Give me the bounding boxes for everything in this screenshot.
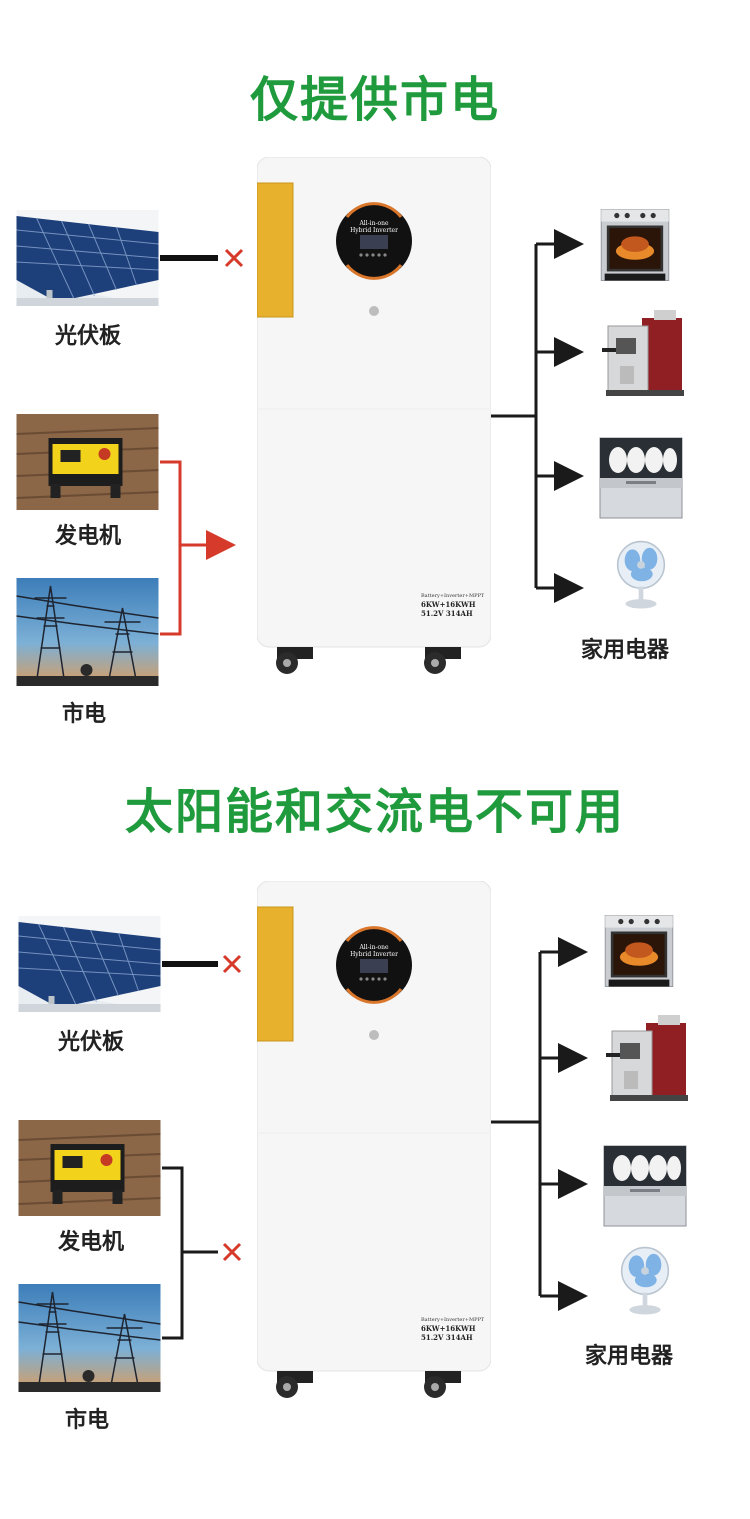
blocked-x-icon [222,954,242,974]
oven-image [599,207,671,283]
fan-image [620,1246,670,1316]
dishwasher-image [603,1145,687,1227]
grid-label: 市电 [64,1408,109,1433]
coffee-machine-image [601,309,685,397]
wiring-diagram [162,937,588,1340]
solar-label: 光伏板 [54,324,121,349]
all-in-one-unit: All-in-one Hybrid Inverter Battery+Inver… [257,881,491,1400]
svg-text:6KW+16KWH: 6KW+16KWH [421,600,476,609]
source-bus-wire [160,460,182,636]
generator-label: 发电机 [54,524,121,549]
generator-label: 发电机 [57,1230,124,1255]
blocked-x-icon [224,248,244,268]
wiring-diagram [160,229,584,636]
scenario-title: 仅提供市电 [249,72,500,128]
generator-image [18,1120,161,1216]
generator-image [16,414,159,510]
dishwasher-image [599,437,683,519]
grid-tower-image [16,578,159,686]
solar-panel-image [16,210,159,306]
svg-text:Battery+Inverter+MPPT: Battery+Inverter+MPPT [421,593,485,599]
scenario-grid-only: 仅提供市电 光伏板 发电机 市电 All-in-one Hybrid Inver… [0,0,750,740]
svg-text:Hybrid Inverter: Hybrid Inverter [350,227,398,234]
svg-text:Battery+Inverter+MPPT: Battery+Inverter+MPPT [421,1317,485,1323]
grid-label: 市电 [61,702,106,727]
solar-label: 光伏板 [57,1030,124,1055]
coffee-machine-image [605,1014,689,1102]
svg-text:Hybrid Inverter: Hybrid Inverter [350,951,398,958]
solar-panel-image [18,916,161,1012]
oven-image [603,913,675,989]
scenario-title: 太阳能和交流电不可用 [124,784,625,840]
appliances-label: 家用电器 [580,638,669,663]
blocked-x-icon [222,1242,242,1262]
appliances-label: 家用电器 [584,1344,673,1369]
all-in-one-unit: All-in-one Hybrid Inverter Battery+Inver… [257,157,491,676]
grid-tower-image [18,1284,161,1392]
fan-image [616,540,666,610]
svg-text:51.2V 314AH: 51.2V 314AH [421,1333,473,1342]
svg-text:All-in-one: All-in-one [358,220,388,227]
svg-text:All-in-one: All-in-one [358,944,388,951]
scenario-no-solar-no-ac: 太阳能和交流电不可用 光伏板 发电机 市电 All-in-one Hybrid … [0,740,750,1519]
svg-text:6KW+16KWH: 6KW+16KWH [421,1324,476,1333]
svg-text:51.2V 314AH: 51.2V 314AH [421,609,473,618]
